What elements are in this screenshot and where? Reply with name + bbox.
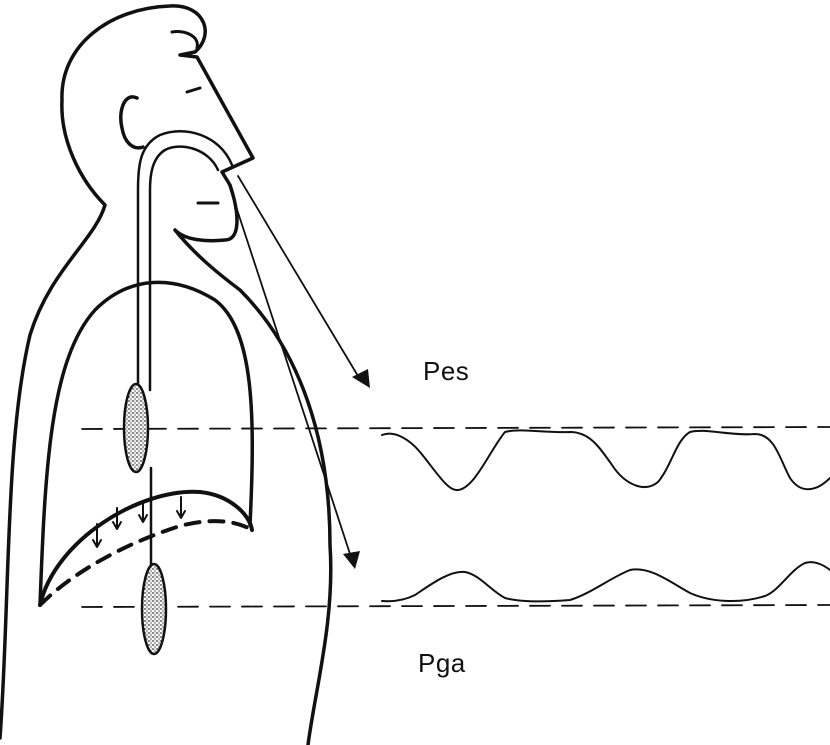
catheter-inner [150,147,218,390]
body-outline [0,6,331,745]
pga-waveform [382,562,830,601]
eye [187,88,200,92]
gastric-balloon [142,564,166,654]
pes-pointer-line [238,176,361,381]
pes-label: Pes [423,356,469,387]
pga-arrowhead [343,551,360,569]
pes-baseline [82,427,830,429]
pes-waveform [382,430,830,490]
pga-label: Pga [418,648,466,679]
nose [172,32,197,48]
pga-baseline [82,605,830,607]
esophageal-balloon [124,384,148,472]
ear [121,97,143,148]
